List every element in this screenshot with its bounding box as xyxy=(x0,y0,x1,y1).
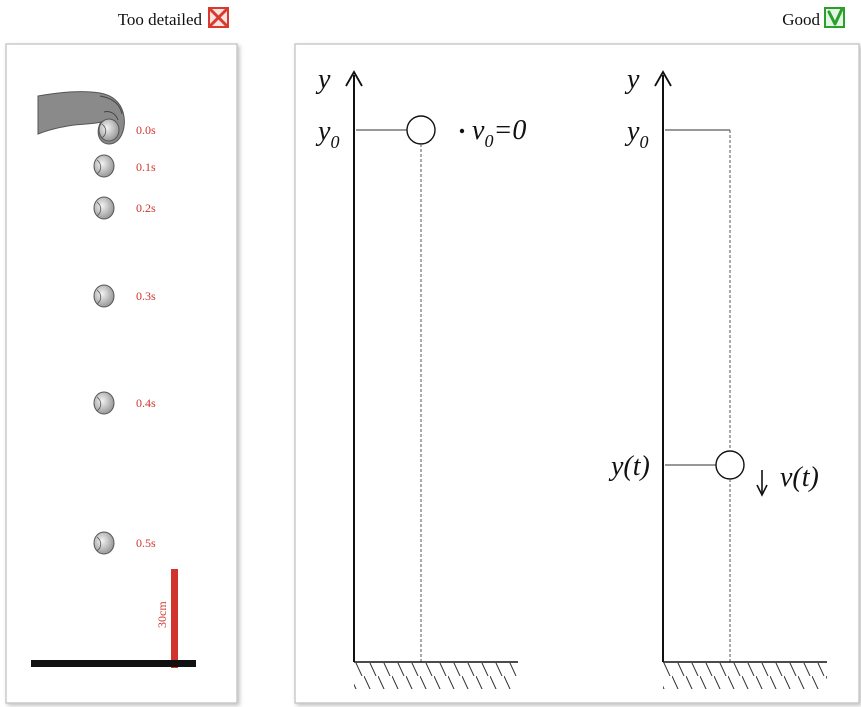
position-label: y(t) xyxy=(608,451,650,482)
velocity-label: v(t) xyxy=(780,462,819,493)
initial-velocity-label: v0=0 xyxy=(472,115,526,151)
ground-hatch-mid xyxy=(354,663,518,689)
ground-hatch-right xyxy=(663,663,827,689)
y0-label-right: y0 xyxy=(624,116,648,152)
good-label: Good xyxy=(782,10,820,29)
ground-line xyxy=(31,660,196,667)
ball-4 xyxy=(93,391,115,415)
time-label-4: 0.4s xyxy=(136,396,156,410)
time-label-2: 0.2s xyxy=(136,201,156,215)
red-cross-checkbox-icon xyxy=(208,7,229,28)
velocity-arrow-icon xyxy=(756,470,768,497)
scale-bar xyxy=(171,569,178,668)
good-panel xyxy=(294,43,860,704)
time-label-3: 0.3s xyxy=(136,289,156,303)
too-detailed-label: Too detailed xyxy=(118,10,203,29)
too-detailed-panel xyxy=(5,43,238,704)
velocity-dot xyxy=(459,128,465,134)
green-check-checkbox-icon xyxy=(824,7,845,28)
ball-circle xyxy=(406,115,436,145)
ball-0 xyxy=(98,118,120,142)
right-diagram: y y0 y(t) v(t) xyxy=(608,64,827,689)
ball-5 xyxy=(93,531,115,555)
y-axis-arrow-icon-right xyxy=(654,70,672,87)
y-axis-label: y xyxy=(315,64,331,95)
middle-diagram: y y0 v0=0 xyxy=(315,64,526,689)
scale-label: 30cm xyxy=(155,601,169,628)
ball-circle-right xyxy=(715,450,745,480)
y0-label: y0 xyxy=(315,116,339,152)
ball-2 xyxy=(93,196,115,220)
time-label-5: 0.5s xyxy=(136,536,156,550)
y-axis-label-right: y xyxy=(624,64,640,95)
y-axis-arrow-icon xyxy=(345,70,363,87)
ball-1 xyxy=(93,154,115,178)
time-label-1: 0.1s xyxy=(136,160,156,174)
time-label-0: 0.0s xyxy=(136,123,156,137)
ball-3 xyxy=(93,284,115,308)
